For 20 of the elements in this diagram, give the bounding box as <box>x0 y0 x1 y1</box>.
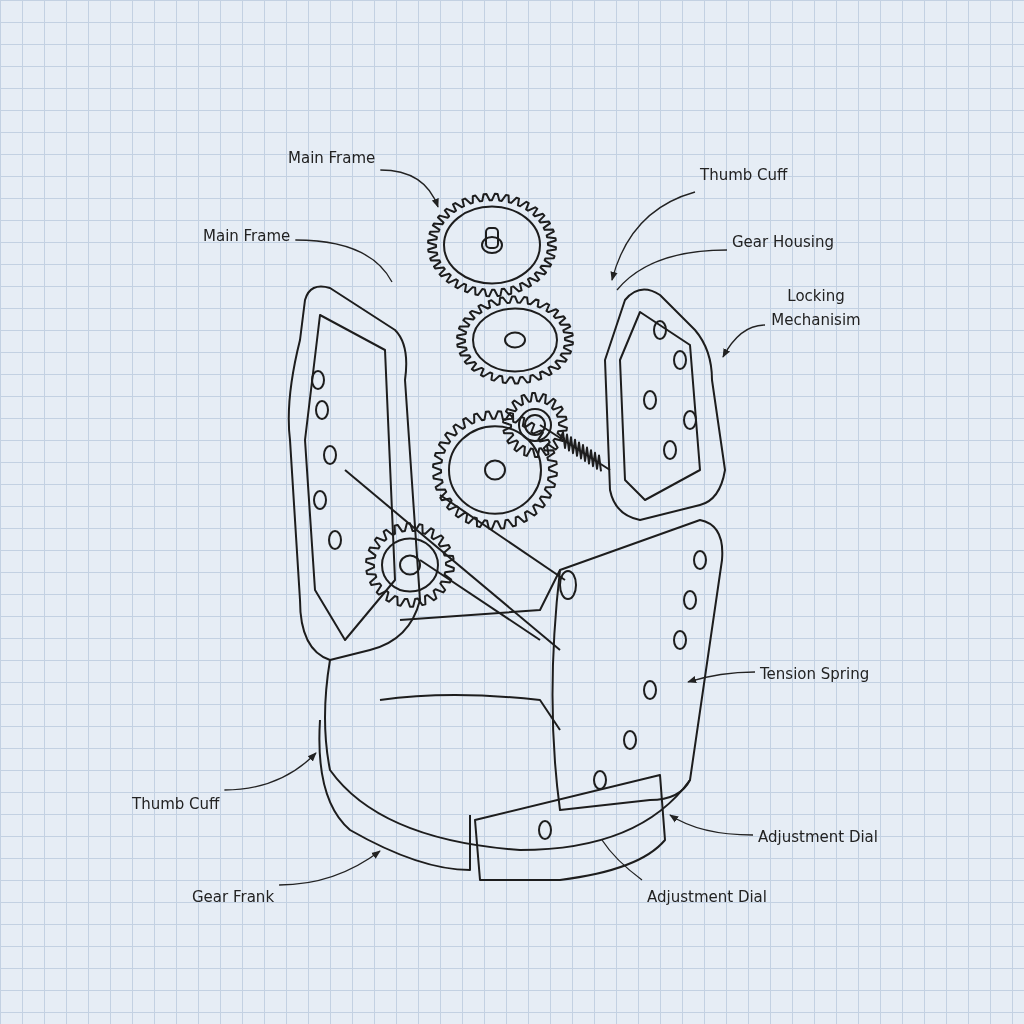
leader-line <box>669 814 754 836</box>
leader-line <box>278 850 381 886</box>
part-label: Thumb Cuff <box>700 163 788 187</box>
part-label: Main Frame <box>203 224 291 248</box>
leader-line <box>223 752 317 791</box>
leader-line <box>294 239 393 283</box>
leader-line <box>601 839 643 881</box>
part-label: Locking Mechanisim <box>770 284 862 332</box>
leader-line <box>610 191 696 281</box>
part-label: Adjustment Dial <box>647 885 767 909</box>
part-label: Main Frame <box>288 146 376 170</box>
leader-line <box>616 249 728 291</box>
leader-line <box>722 324 766 358</box>
part-label: Thumb Cuff <box>132 792 220 816</box>
part-label: Gear Frank <box>192 885 275 909</box>
leader-line <box>687 671 756 684</box>
part-label: Adjustment Dial <box>758 825 878 849</box>
part-label: Gear Housing <box>732 230 834 254</box>
part-label: Tension Spring <box>760 662 870 686</box>
leader-line <box>379 169 439 208</box>
